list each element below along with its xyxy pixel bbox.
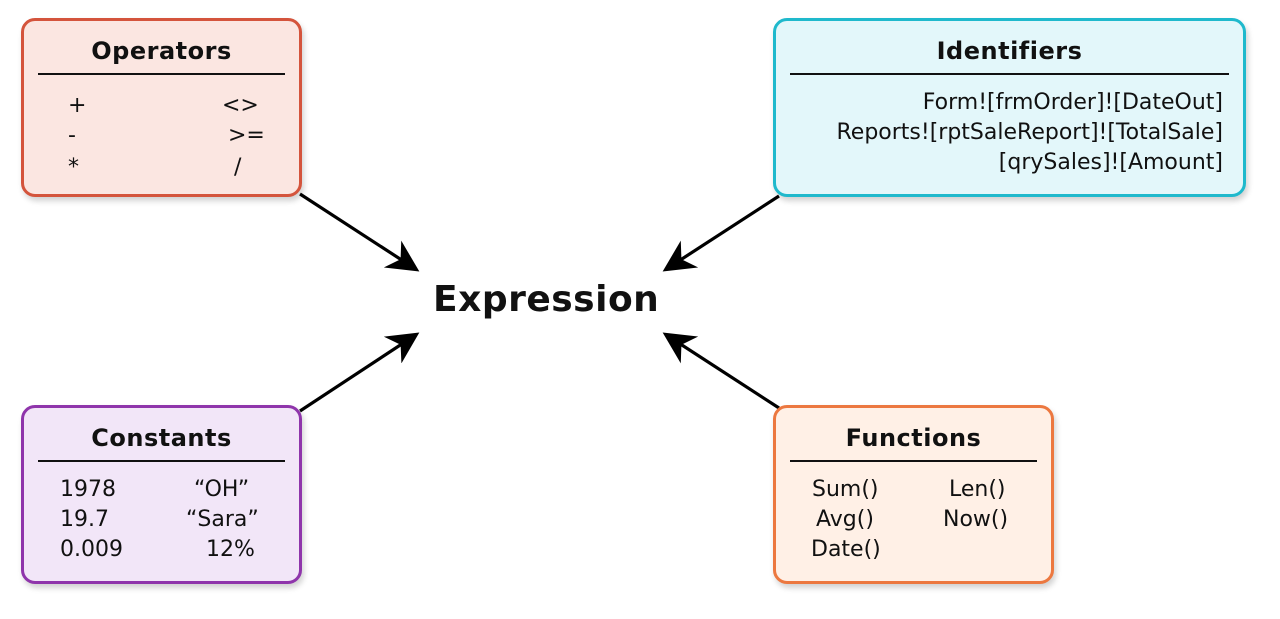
expression-label: Expression [433, 279, 660, 320]
constant-item: “Sara” [186, 507, 259, 532]
arrow-operators-to-expression [299, 192, 420, 272]
operator-item: - [68, 123, 76, 148]
constant-item: 12% [206, 537, 255, 562]
identifier-item: [qrySales]![Amount] [998, 150, 1223, 175]
function-item: Date() [811, 537, 881, 562]
function-item: Len() [949, 477, 1006, 502]
constant-item: 19.7 [60, 507, 109, 532]
identifier-item: Form![frmOrder]![DateOut] [922, 90, 1223, 115]
constant-item: “OH” [194, 477, 250, 502]
functions-box: Functions Sum() Avg() Date() Len() Now() [773, 405, 1054, 584]
identifiers-title: Identifiers [790, 35, 1229, 75]
operator-item: * [68, 155, 79, 180]
operator-item: + [68, 93, 87, 118]
constants-box: Constants 1978 19.7 0.009 “OH” “Sara” 12… [21, 405, 302, 584]
function-item: Avg() [816, 507, 874, 532]
function-item: Now() [943, 507, 1009, 532]
constant-item: 0.009 [60, 537, 123, 562]
arrow-functions-to-expression [662, 332, 780, 410]
operator-item: / [234, 155, 242, 180]
operator-item: <> [222, 93, 259, 118]
identifiers-box: Identifiers Form![frmOrder]![DateOut] Re… [773, 18, 1246, 197]
operator-item: >= [228, 123, 265, 148]
constant-item: 1978 [60, 477, 116, 502]
constants-title: Constants [38, 422, 285, 462]
arrow-constants-to-expression [299, 332, 420, 413]
functions-title: Functions [790, 422, 1037, 462]
function-item: Sum() [812, 477, 879, 502]
operators-box: Operators + - * <> >= / [21, 18, 302, 197]
operators-title: Operators [38, 35, 285, 75]
identifier-item: Reports![rptSaleReport]![TotalSale] [836, 120, 1224, 145]
arrow-identifiers-to-expression [662, 194, 780, 272]
